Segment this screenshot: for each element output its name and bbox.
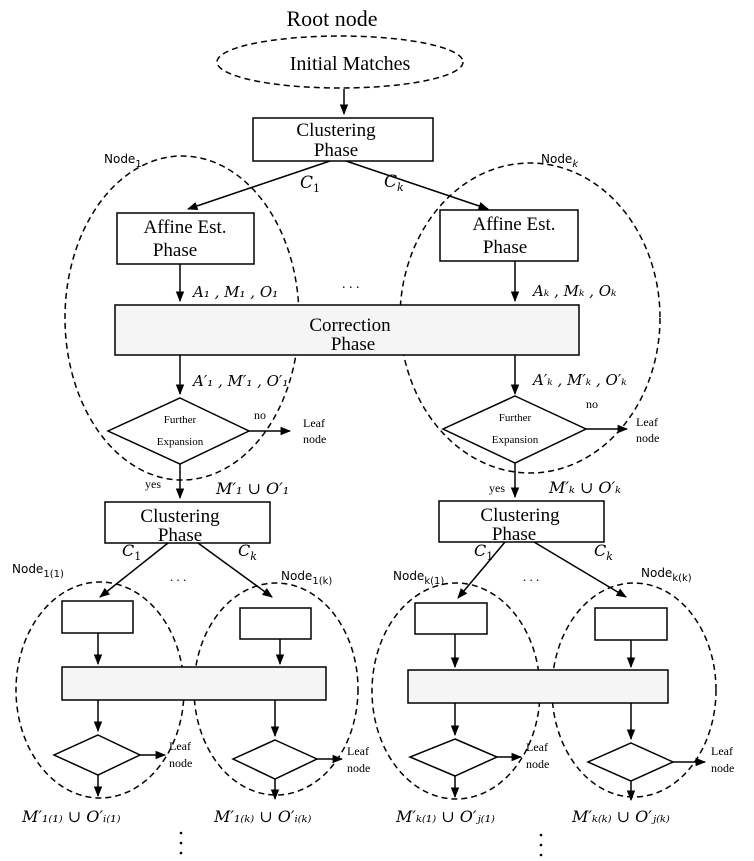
leaf-1-line1: Leaf xyxy=(303,416,325,430)
sub-affine-k-1 xyxy=(414,602,488,635)
label-no-k: no xyxy=(586,397,598,411)
label-no-1: no xyxy=(254,408,266,422)
dots-left: . . . xyxy=(170,569,186,584)
clustering-k-line2: Phase xyxy=(492,524,536,545)
further-k-line1: Further xyxy=(499,412,532,424)
math-left-after-correction: A′₁ , M′₁ , O′₁ xyxy=(191,372,288,390)
further-diamond-k xyxy=(441,395,588,464)
root-label: Initial Matches xyxy=(290,53,411,75)
node-1-k-label: Node1(k) xyxy=(281,569,332,587)
edge-ck-top: Ck xyxy=(384,172,404,194)
arrow-left-c1 xyxy=(99,542,169,598)
root-title: Root node xyxy=(286,6,377,31)
leaf-k-line1: Leaf xyxy=(636,415,658,429)
affine-k-line2: Phase xyxy=(483,237,527,258)
leaf-k-1-line2: node xyxy=(526,757,549,771)
node-k-k-label: Nodek(k) xyxy=(641,566,692,584)
clustering-1-line2: Phase xyxy=(158,525,202,546)
sub-affine-1-1 xyxy=(61,600,134,634)
node-1-k-ellipse xyxy=(193,582,359,796)
edge-c1-top: C1 xyxy=(300,173,320,195)
sub-diamond-k-k xyxy=(586,742,675,782)
edge-c1-right: C1 xyxy=(474,541,493,563)
top-clustering-line2: Phase xyxy=(314,140,358,161)
clustering-k-line1: Clustering xyxy=(480,505,560,526)
leaf-1-1-line2: node xyxy=(169,756,192,770)
node-k-ellipse xyxy=(399,162,661,474)
top-clustering-box xyxy=(252,117,434,162)
correction-line2: Phase xyxy=(331,334,375,355)
edge-ck-right: Ck xyxy=(594,541,613,563)
edge-c1-left: C1 xyxy=(122,541,141,563)
affine-k-line1: Affine Est. xyxy=(472,214,555,235)
arrow-left-ck xyxy=(197,542,273,598)
affine-1-line1: Affine Est. xyxy=(143,217,226,238)
math-left-after-affine: A₁ , M₁ , O₁ xyxy=(191,283,278,301)
math-out-k-k: M′ₖ₍ₖ₎ ∪ O′ⱼ₍ₖ₎ xyxy=(571,807,670,826)
sub-diamond-1-1 xyxy=(52,734,142,776)
dots-right: . . . xyxy=(523,569,539,584)
leaf-1-k-line2: node xyxy=(347,761,370,775)
sub-diamond-k-1 xyxy=(408,738,499,777)
math-right-union: M′ₖ ∪ O′ₖ xyxy=(548,478,621,497)
affine-1-line2: Phase xyxy=(153,240,197,261)
further-1-line1: Further xyxy=(164,414,197,426)
node-k-1-label: Nodek(1) xyxy=(393,569,444,587)
node-1-label: Node1 xyxy=(104,152,142,170)
math-out-k-1: M′ₖ₍₁₎ ∪ O′ⱼ₍₁₎ xyxy=(395,807,495,826)
middle-dots-top: . . . xyxy=(342,277,360,292)
clustering-box-1 xyxy=(104,501,271,544)
sub-correction-right xyxy=(407,669,669,704)
affine-box-1 xyxy=(116,212,255,265)
node-k-label: Nodek xyxy=(541,152,579,170)
top-clustering-line1: Clustering xyxy=(296,120,376,141)
correction-box xyxy=(114,304,580,356)
further-diamond-1 xyxy=(106,397,251,465)
further-1-line2: Expansion xyxy=(157,436,204,448)
sub-correction-left xyxy=(61,666,327,701)
further-k-line2: Expansion xyxy=(492,434,539,446)
label-yes-k: yes xyxy=(489,481,505,495)
arrow-to-affine-k xyxy=(345,160,489,210)
leaf-k-line2: node xyxy=(636,431,659,445)
math-right-after-affine: Aₖ , Mₖ , Oₖ xyxy=(531,282,617,300)
leaf-1-k-line1: Leaf xyxy=(347,744,369,758)
clustering-box-k xyxy=(438,500,605,543)
correction-line1: Correction xyxy=(309,315,391,336)
affine-box-k xyxy=(439,209,579,262)
leaf-1-line2: node xyxy=(303,432,326,446)
vertical-dots-left xyxy=(179,831,183,855)
node-1-1-label: Node1(1) xyxy=(12,562,64,580)
clustering-1-line1: Clustering xyxy=(140,506,220,527)
math-out-1-1: M′₁₍₁₎ ∪ O′ᵢ₍₁₎ xyxy=(21,807,121,826)
label-yes-1: yes xyxy=(145,477,161,491)
leaf-1-1-line1: Leaf xyxy=(169,739,191,753)
leaf-k-k-line2: node xyxy=(711,761,734,775)
math-out-1-k: M′₁₍ₖ₎ ∪ O′ᵢ₍ₖ₎ xyxy=(213,807,311,826)
math-right-after-correction: A′ₖ , M′ₖ , O′ₖ xyxy=(531,371,627,389)
math-left-union: M′₁ ∪ O′₁ xyxy=(215,479,289,498)
node-k-k-ellipse xyxy=(551,582,717,798)
root-ellipse xyxy=(216,35,464,89)
arrow-right-c1 xyxy=(457,541,506,599)
leaf-k-k-line1: Leaf xyxy=(711,744,733,758)
edge-ck-left: Ck xyxy=(238,541,257,563)
arrow-to-affine-1 xyxy=(187,160,331,210)
vertical-dots-right xyxy=(539,833,543,857)
sub-diamond-1-k xyxy=(231,739,319,780)
sub-affine-1-k xyxy=(239,607,312,640)
sub-affine-k-k xyxy=(594,607,668,641)
leaf-k-1-line1: Leaf xyxy=(526,740,548,754)
